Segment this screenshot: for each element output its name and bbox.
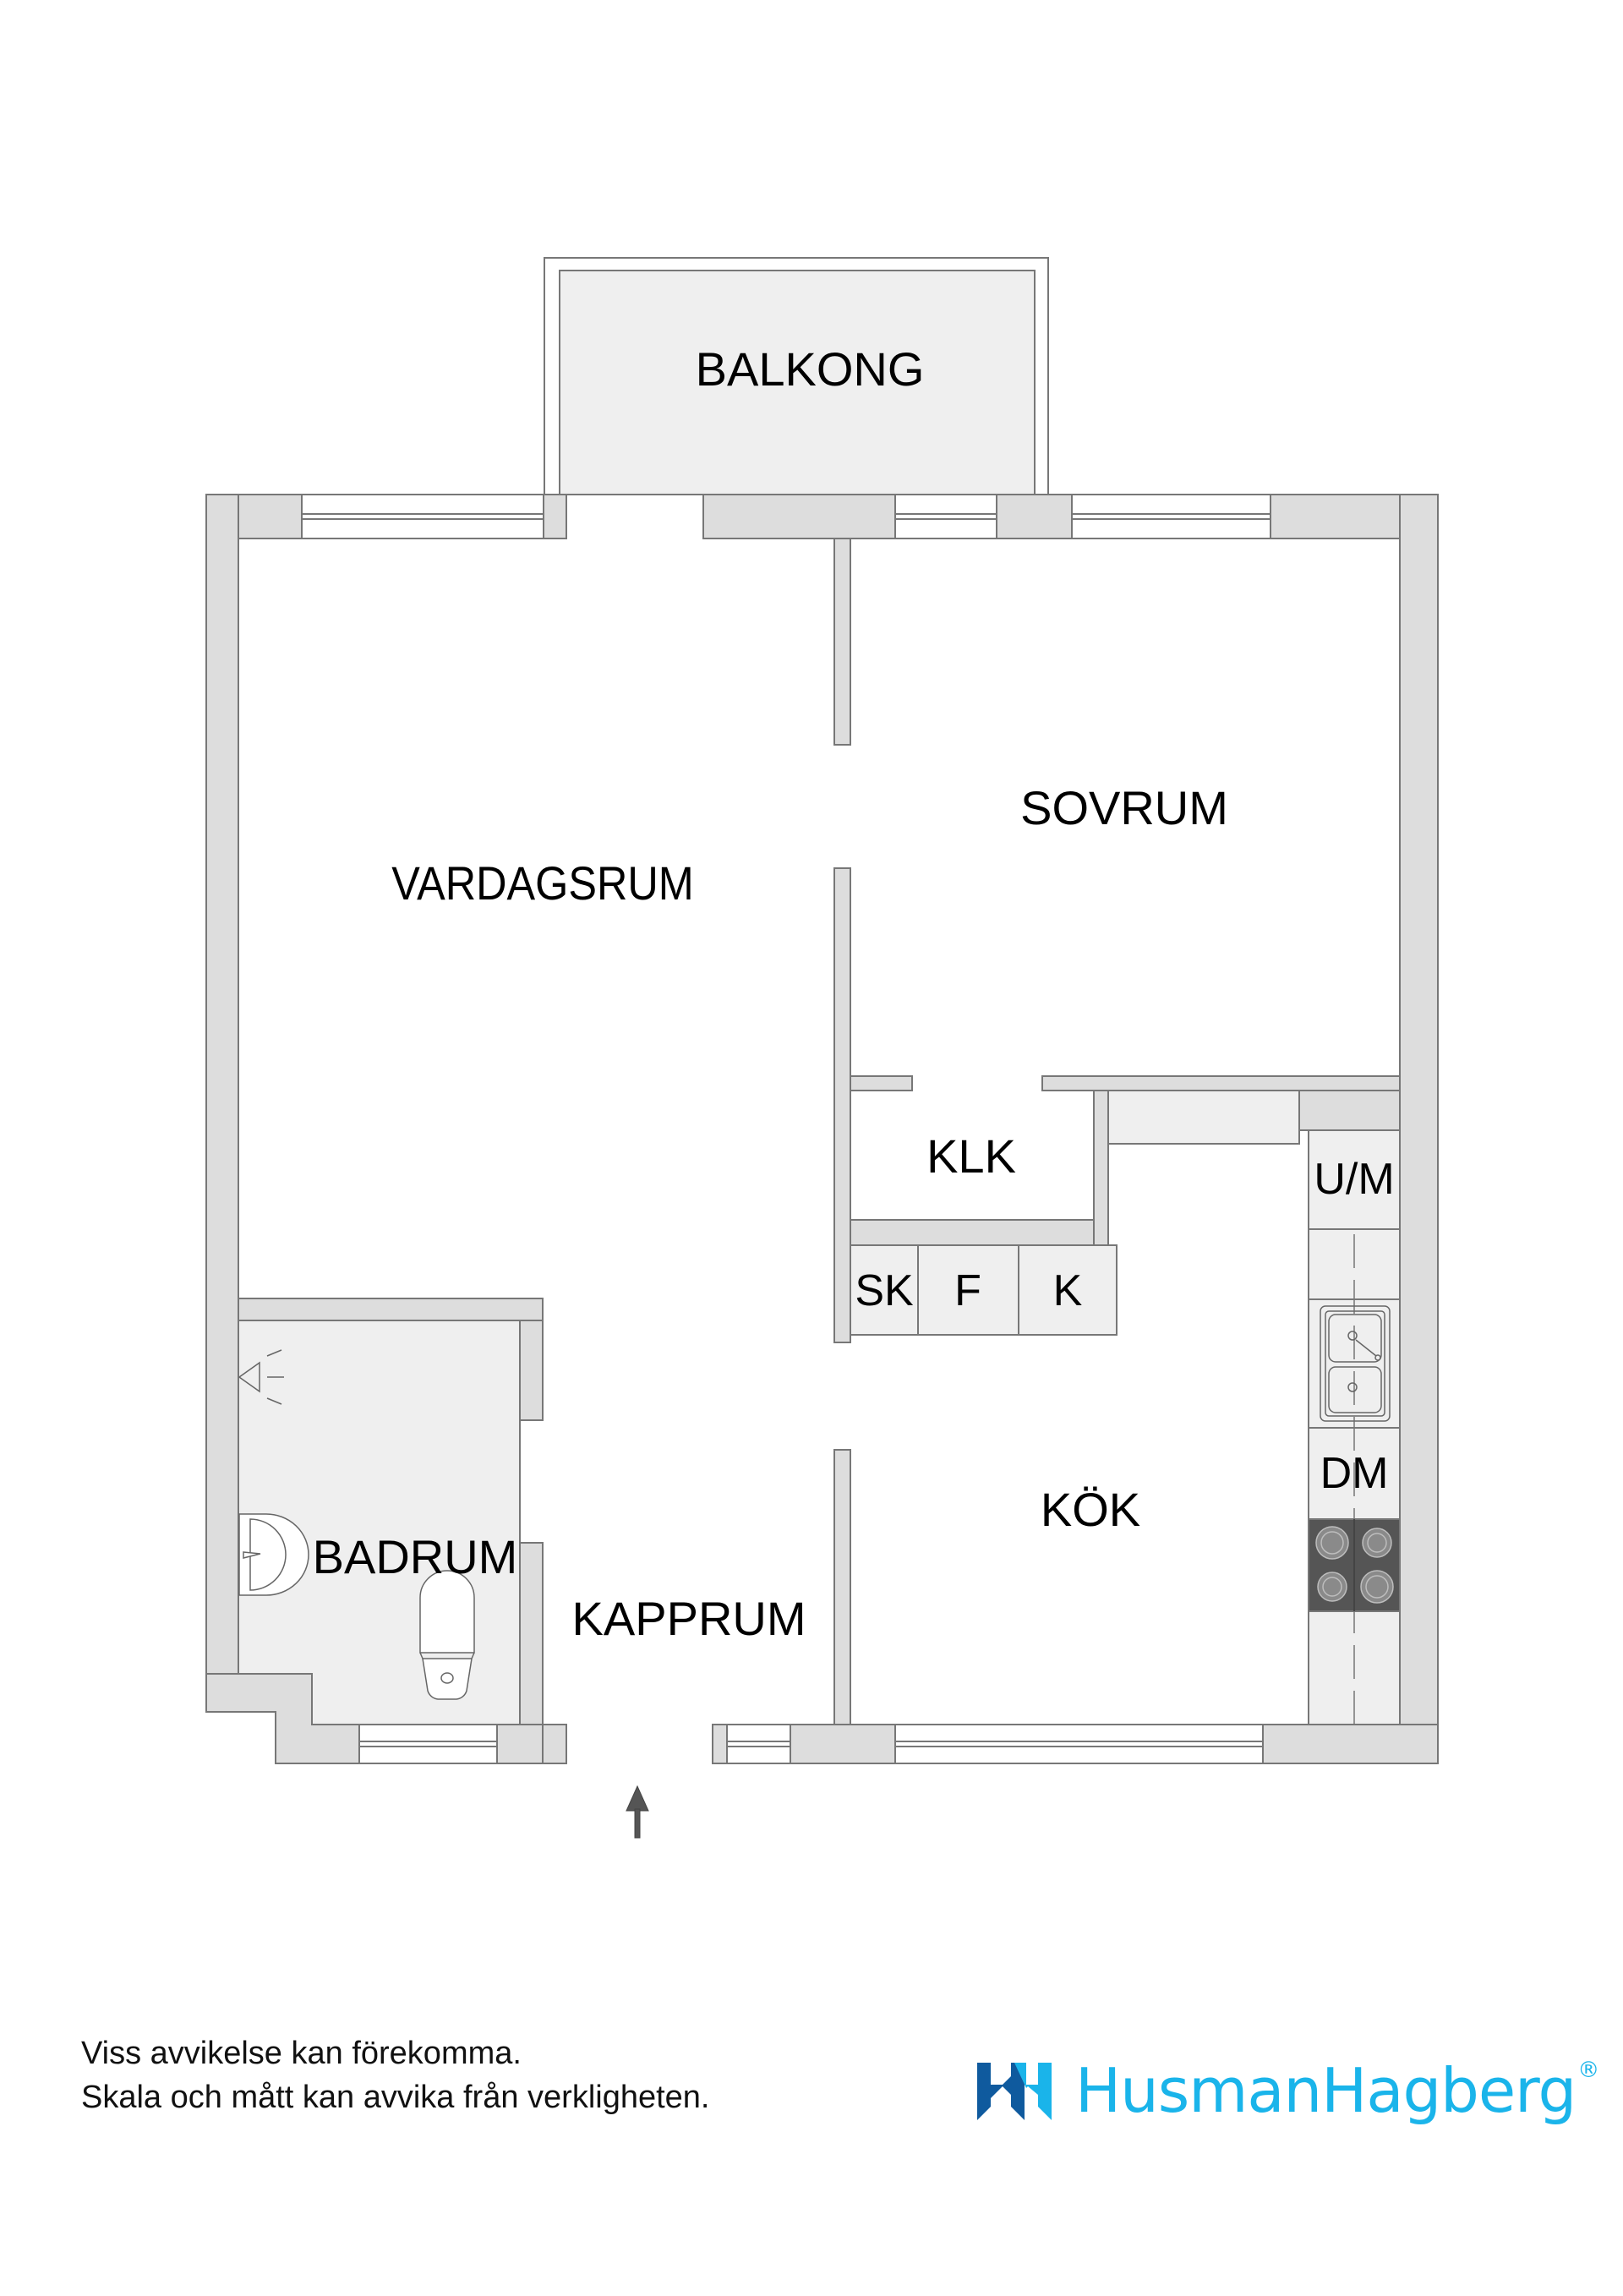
fixture-label-k: K (1052, 1266, 1083, 1315)
washbasin-icon (238, 1513, 309, 1596)
room-label-klk: KLK (926, 1129, 1016, 1183)
room-label-vardagsrum: VARDAGSRUM (391, 856, 694, 910)
registered-mark: ® (1577, 2058, 1600, 2083)
fixture-label-sk: SK (855, 1266, 914, 1315)
disclaimer-line-2: Skala och mått kan avvika från verklighe… (81, 2080, 710, 2115)
windows (301, 494, 1271, 1764)
fixture-label-dm: DM (1320, 1449, 1389, 1498)
brand-mark-icon (977, 2063, 1052, 2120)
sink-icon (1320, 1305, 1391, 1422)
room-label-sovrum: SOVRUM (1020, 781, 1228, 834)
disclaimer-line-1: Viss avvikelse kan förekomma. (81, 2036, 522, 2071)
interior-walls (238, 538, 1401, 1764)
shower-icon (238, 1349, 284, 1405)
fixture-label-um: U/M (1314, 1155, 1395, 1204)
brand-name: HusmanHagberg (1075, 2055, 1577, 2126)
entrance-arrow-icon (626, 1785, 649, 1839)
balcony (544, 257, 1049, 495)
room-label-kapprum: KAPPRUM (571, 1592, 806, 1645)
room-label-kok: KÖK (1040, 1483, 1141, 1536)
window-glass-lines (302, 513, 1271, 1747)
room-label-badrum: BADRUM (312, 1530, 518, 1583)
stove-icon (1308, 1518, 1401, 1612)
brand-logo: HusmanHagberg ® (977, 2053, 1599, 2129)
room-label-balkong: BALKONG (695, 342, 925, 396)
kitchen-cabinets (850, 1090, 1401, 1725)
toilet-icon (419, 1570, 475, 1700)
fixture-label-f: F (954, 1266, 981, 1315)
exterior-walls (205, 494, 1439, 1764)
